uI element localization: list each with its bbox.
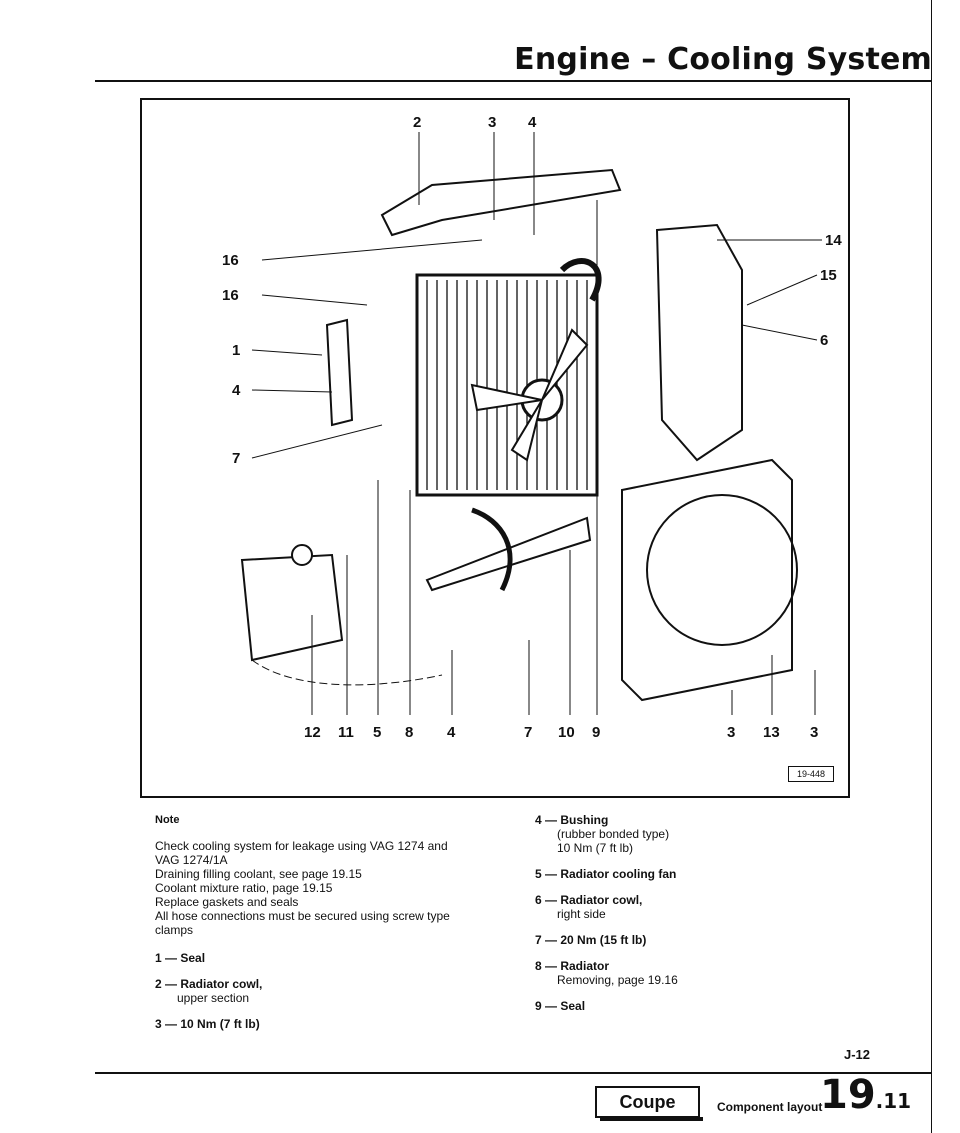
legend-item: 8 — Radiator Removing, page 19.16 [535,959,795,987]
legend-item-detail: upper section [177,991,250,1005]
callout-label: 2 [413,114,421,131]
callout-label: 8 [405,724,413,741]
section-number: 19.11 [820,1072,911,1118]
callout-label: 12 [304,724,321,741]
side-cowl-shape [655,223,743,462]
callout-label: 9 [592,724,600,741]
model-badge: Coupe [595,1086,703,1121]
page-code: J-12 [843,1047,870,1062]
callout-label: 3 [810,724,818,741]
legend-item-title: 1 — Seal [155,951,206,965]
expansion-tank-shape [240,553,344,662]
legend-item: 5 — Radiator cooling fan [535,867,795,881]
exploded-diagram: 16 16 1 4 7 2 3 4 14 15 6 12 11 5 8 4 7 … [140,98,850,798]
callout-label: 4 [232,382,241,399]
legend-item-title: 5 — Radiator cooling fan [535,867,677,881]
notes-column: Note Check cooling system for leakage us… [155,813,455,1043]
callout-label: 13 [763,724,780,741]
figure-reference: 19-448 [787,766,834,782]
callout-label: 3 [488,114,496,131]
page-title: Engine – Cooling System [514,42,932,77]
callout-label: 7 [232,450,240,467]
legend-item-title: 8 — Radiator [535,959,610,973]
footer-rule [95,1072,932,1074]
legend-item-detail: Removing, page 19.16 [557,973,678,987]
footer-label: Component layout [717,1100,823,1114]
leader-lines [251,132,822,715]
section-major: 19 [820,1072,876,1118]
legend-item-title: 6 — Radiator cowl, [535,893,643,907]
seal-shape [325,318,354,427]
margin-line [931,0,932,1133]
callout-label: 4 [447,724,456,741]
callout-label: 1 [232,342,240,359]
radiator-fins [426,280,588,490]
header-rule [95,80,932,82]
legend-item-title: 7 — 20 Nm (15 ft lb) [535,933,647,947]
callout-label: 15 [820,267,837,284]
legend-item-detail: right side [557,907,606,921]
callout-label: 16 [222,287,239,304]
fan-shape [470,328,589,462]
legend-item-title: 9 — Seal [535,999,586,1013]
legend-item: 3 — 10 Nm (7 ft lb) [155,1017,455,1031]
callout-label: 11 [338,724,354,741]
callout-label: 16 [222,252,239,269]
callout-label: 7 [524,724,532,741]
legend-item-detail: (rubber bonded type) 10 Nm (7 ft lb) [557,827,670,855]
note-heading: Note [155,814,180,826]
legend-item-title: 2 — Radiator cowl, [155,977,263,991]
callout-label: 4 [528,114,537,131]
legend-column: 4 — Bushing (rubber bonded type) 10 Nm (… [535,813,795,1025]
callout-label: 14 [825,232,842,249]
legend-item: 4 — Bushing (rubber bonded type) 10 Nm (… [535,813,795,855]
diagram-drawing: 16 16 1 4 7 2 3 4 14 15 6 12 11 5 8 4 7 … [222,114,842,741]
callout-label: 3 [727,724,735,741]
legend-item: 6 — Radiator cowl, right side [535,893,795,921]
legend-item: 7 — 20 Nm (15 ft lb) [535,933,795,947]
legend-item: 2 — Radiator cowl, upper section [155,977,455,1005]
legend-item: 9 — Seal [535,999,795,1013]
callout-label: 6 [820,332,828,349]
callout-labels: 16 16 1 4 7 2 3 4 14 15 6 12 11 5 8 4 7 … [222,114,842,741]
legend-item-title: 3 — 10 Nm (7 ft lb) [155,1017,260,1031]
legend-item: 1 — Seal [155,951,455,965]
note-text: Check cooling system for leakage using V… [155,839,450,937]
legend-item-title: 4 — Bushing [535,813,609,827]
section-page: .11 [875,1089,912,1113]
upper-cowl-shape [380,168,622,237]
callout-label: 10 [558,724,575,741]
callout-label: 5 [373,724,381,741]
